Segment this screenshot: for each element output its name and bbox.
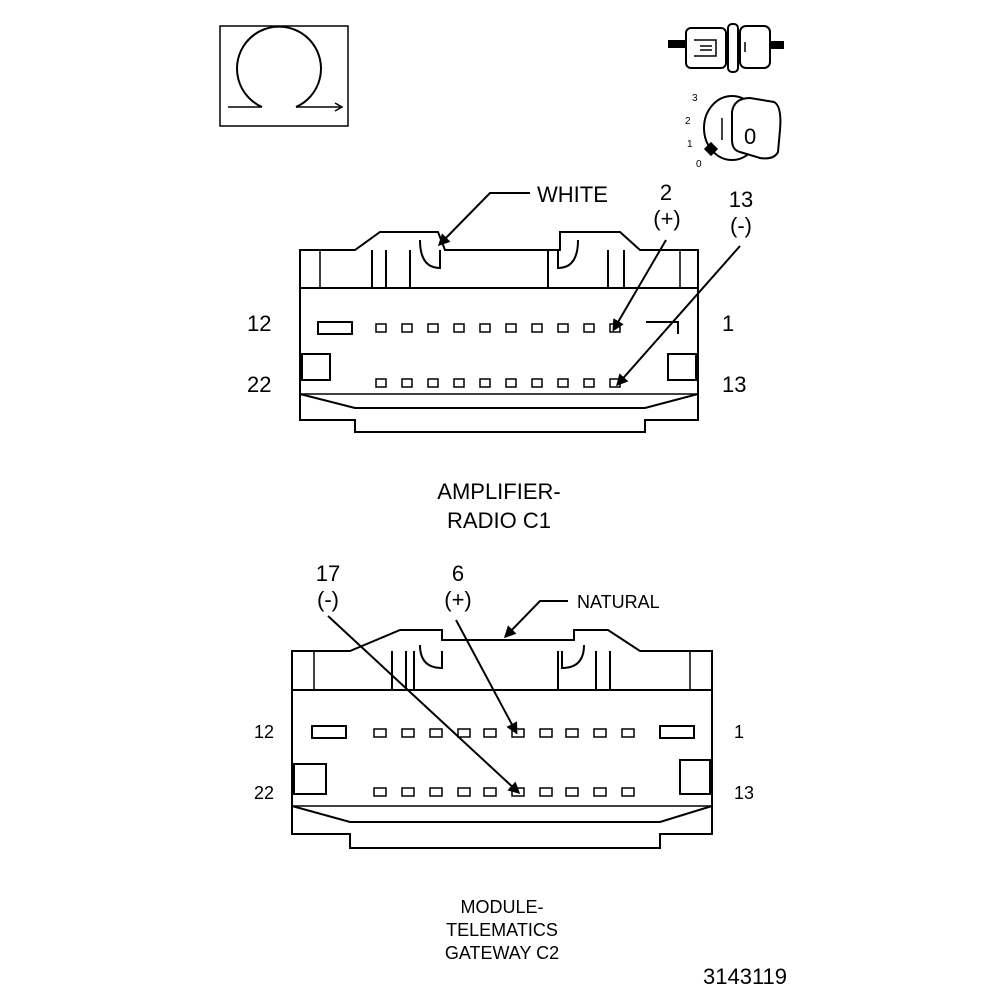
c2-pin-22-label: 22 [254, 783, 274, 803]
c2-caption-line-1: MODULE- [460, 897, 543, 917]
c1-caption-line-2: RADIO C1 [447, 508, 551, 533]
c2-pin-13-label: 13 [734, 783, 754, 803]
c1-color-leader [437, 192, 530, 247]
connector-disconnect-icon [668, 23, 784, 73]
connector-telematics-gateway-c2 [291, 600, 713, 849]
c1-cavity-row-1 [375, 323, 621, 333]
c2-pin-1-label: 1 [734, 722, 744, 742]
c1-caption-line-1: AMPLIFIER- [437, 479, 560, 504]
c2-color-leader [503, 600, 568, 639]
c1-probe-plus-arrow [612, 239, 667, 332]
c1-probe-minus-pin: 13 [729, 187, 753, 212]
c1-pin-13-label: 13 [722, 372, 746, 397]
c2-probe-minus-arrow [327, 615, 521, 795]
c2-caption-line-3: GATEWAY C2 [445, 943, 559, 963]
c2-color-label: NATURAL [577, 592, 660, 612]
key-position-label: 0 [744, 124, 756, 149]
c1-probe-minus-sign: (-) [730, 213, 752, 238]
figure-number: 3143119 [703, 964, 787, 989]
ignition-position-3: 3 [692, 93, 698, 104]
ignition-position-1: 1 [687, 139, 693, 150]
c2-probe-minus-sign: (-) [317, 587, 339, 612]
c1-cavity-row-2 [375, 378, 621, 388]
c2-caption-line-2: TELEMATICS [446, 920, 558, 940]
c2-cavity-row-1 [373, 728, 635, 738]
c2-probe-plus-arrow [455, 619, 518, 735]
c2-cavity-row-2 [373, 787, 635, 797]
c1-pin-1-label: 1 [722, 311, 734, 336]
ignition-key-icon: 3 2 1 0 0 [685, 93, 782, 170]
c1-pin-12-label: 12 [247, 311, 271, 336]
c2-probe-plus-sign: (+) [444, 587, 472, 612]
c1-color-label: WHITE [537, 182, 608, 207]
c1-probe-plus-pin: 2 [660, 180, 672, 205]
c1-probe-plus-sign: (+) [653, 206, 681, 231]
c2-probe-plus-pin: 6 [452, 561, 464, 586]
c1-pin-22-label: 22 [247, 372, 271, 397]
c1-probe-minus-arrow [616, 245, 741, 387]
ohmmeter-icon [219, 25, 349, 127]
ignition-position-0: 0 [696, 159, 702, 170]
c2-pin-12-label: 12 [254, 722, 274, 742]
connector-amplifier-radio-c1 [299, 192, 741, 433]
c2-probe-minus-pin: 17 [316, 561, 340, 586]
ignition-position-2: 2 [685, 116, 691, 127]
